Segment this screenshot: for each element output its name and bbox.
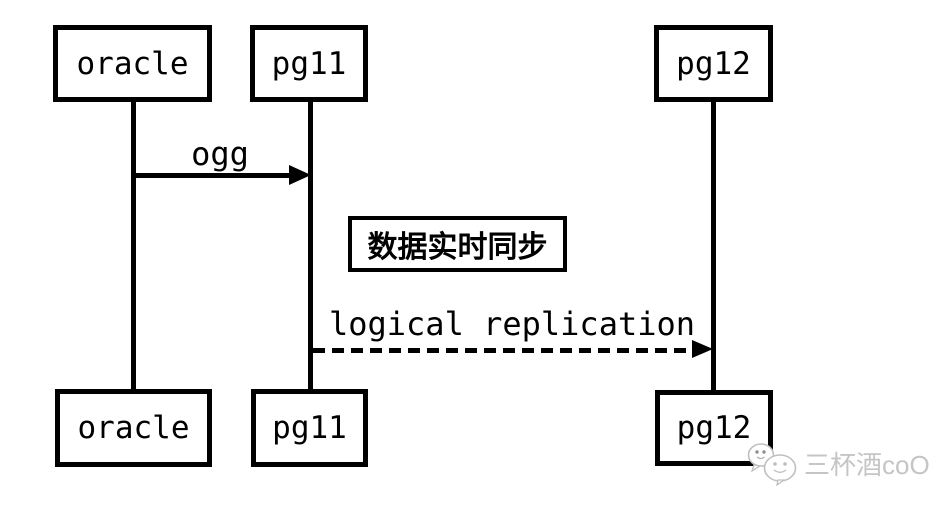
note-label: 数据实时同步 (367, 231, 548, 264)
note-box: 数据实时同步 (348, 216, 567, 272)
actor-label-pg11-bottom: pg11 (272, 410, 347, 446)
lifeline-oracle (131, 100, 136, 391)
actor-box-pg11-top: pg11 (250, 25, 368, 102)
chat-faces-icon (747, 443, 797, 486)
actor-label-pg12-top: pg12 (676, 45, 751, 82)
watermark-text: 三杯酒coO (804, 449, 930, 480)
message-label-ogg: ogg (191, 135, 249, 173)
actor-label-oracle-bottom: oracle (77, 410, 190, 446)
arrowhead-logical-replication (692, 340, 713, 358)
actor-box-oracle-top: oracle (53, 25, 212, 102)
actor-box-oracle-bottom: oracle (55, 389, 212, 467)
message-line-logical-replication (313, 348, 693, 353)
lifeline-pg12 (711, 100, 716, 393)
actor-box-pg12-top: pg12 (654, 25, 773, 102)
actor-label-pg12-bottom: pg12 (676, 410, 752, 446)
arrowhead-ogg (289, 165, 311, 185)
actor-label-oracle-top: oracle (76, 45, 189, 82)
actor-box-pg11-bottom: pg11 (251, 389, 368, 467)
actor-box-pg12-bottom: pg12 (655, 390, 773, 466)
message-line-ogg (133, 173, 291, 178)
lifeline-pg11 (308, 100, 313, 391)
message-label-logical-replication: logical replication (328, 305, 696, 343)
watermark: 三杯酒coO (744, 440, 930, 486)
actor-label-pg11-top: pg11 (271, 45, 347, 82)
